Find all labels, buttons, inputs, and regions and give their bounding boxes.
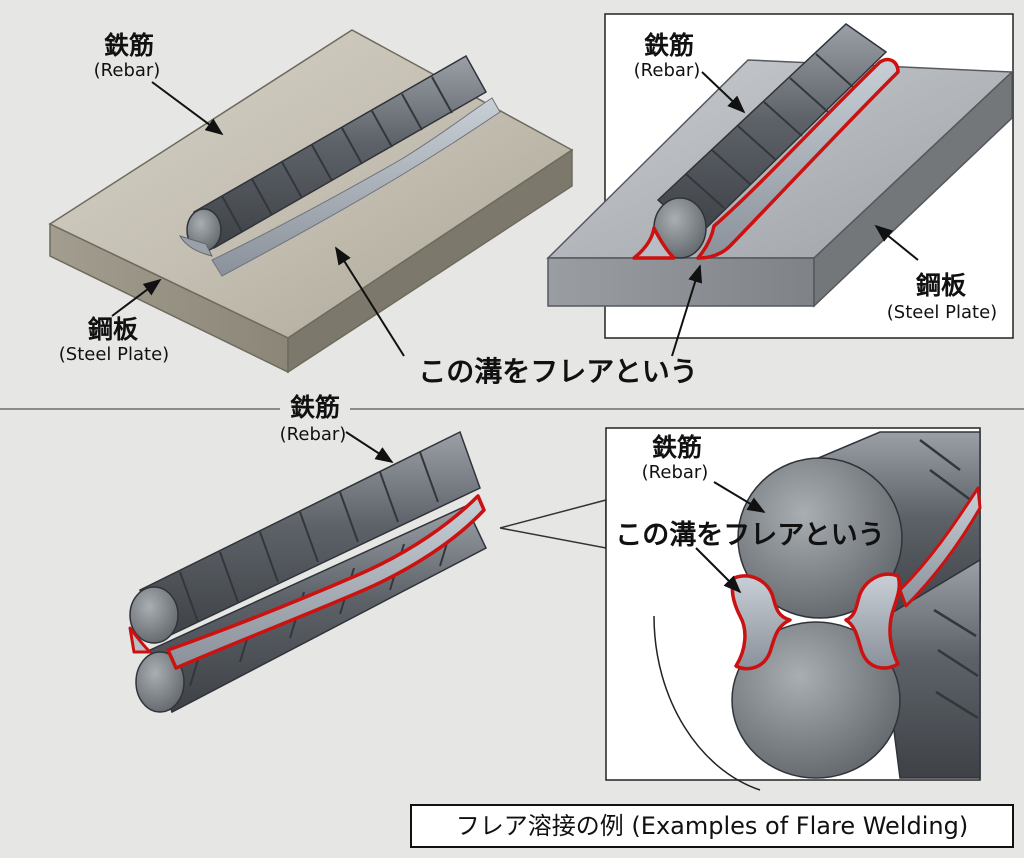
top-left-plate-label-jp: 鋼板 (78, 316, 148, 344)
rebar-arrow (152, 82, 222, 134)
top-left-rebar-label-jp: 鉄筋 (94, 32, 164, 60)
bottom-left-rebar-label-jp: 鉄筋 (280, 394, 350, 422)
upper-rebar-end (130, 587, 178, 643)
top-right-plate-label-jp: 鋼板 (906, 272, 976, 300)
top-groove-note: この溝をフレアという (388, 356, 728, 388)
figure-caption: フレア溶接の例 (Examples of Flare Welding) (410, 804, 1014, 848)
top-left-plate-label-en: (Steel Plate) (34, 344, 194, 366)
bottom-right-rebar-label-jp: 鉄筋 (642, 434, 712, 462)
top-right-plate-label-en: (Steel Plate) (862, 302, 1022, 324)
bottom-left-rebar-label-en: (Rebar) (258, 424, 368, 446)
bottom-right-rebar-label-en: (Rebar) (620, 462, 730, 484)
steel-plate-front-side (548, 258, 814, 306)
bottom-left-illustration (130, 432, 606, 712)
bottom-groove-note: この溝をフレアという (580, 520, 920, 552)
top-right-rebar-label-jp: 鉄筋 (634, 32, 704, 60)
top-right-rebar-label-en: (Rebar) (612, 60, 722, 82)
top-left-rebar-label-en: (Rebar) (72, 60, 182, 82)
